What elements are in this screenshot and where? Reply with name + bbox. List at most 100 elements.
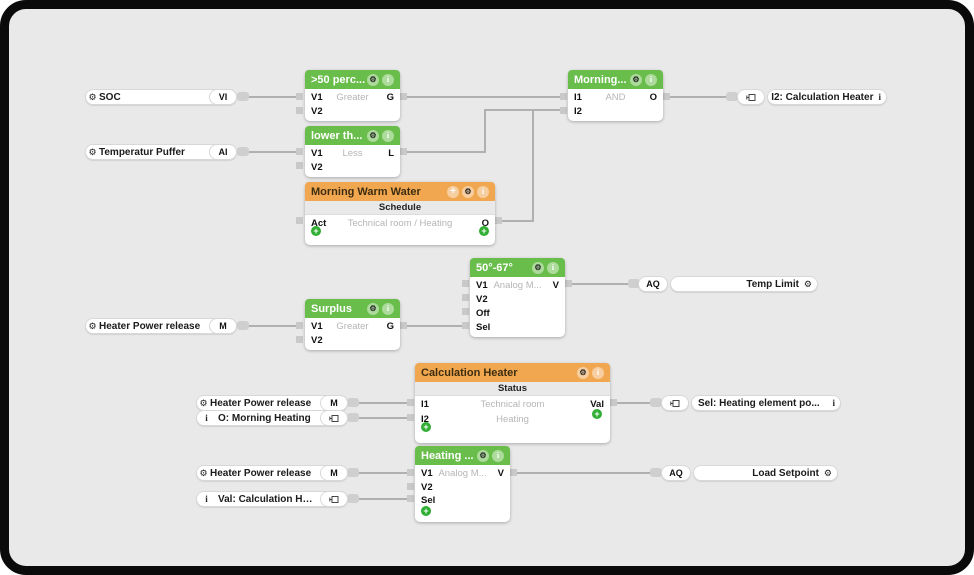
input-pill-temperatur-puffer[interactable]: ⚙ Temperatur Puffer AI — [85, 144, 237, 160]
block-calculation-heater-status[interactable]: Calculation Heater ⚙ i Status I1 Technic… — [415, 363, 610, 443]
block-header[interactable]: Morning... ⚙ i — [568, 70, 663, 89]
output-ref-badge[interactable] — [737, 89, 765, 105]
block-header[interactable]: Heating ... ⚙ i — [415, 446, 510, 465]
pin-range-v2[interactable] — [462, 294, 469, 301]
block-header[interactable]: Morning Warm Water + ⚙ i — [305, 182, 495, 201]
gear-icon[interactable]: ⚙ — [577, 366, 589, 379]
input-pill-val-calculation-heater[interactable]: i Val: Calculation Heater — [196, 491, 348, 507]
info-icon[interactable]: i — [382, 73, 394, 86]
add-input-icon[interactable]: + — [421, 506, 431, 516]
block-surplus[interactable]: Surplus ⚙ i V1 Greater G V2 — [305, 299, 400, 350]
block-morning-warm-water-schedule[interactable]: Morning Warm Water + ⚙ i Schedule Act Te… — [305, 182, 495, 245]
nub[interactable] — [347, 494, 359, 503]
info-icon[interactable]: i — [205, 494, 208, 504]
nub[interactable] — [650, 468, 662, 477]
block-header[interactable]: 50°-67° ⚙ i — [470, 258, 565, 277]
input-pill-soc[interactable]: ⚙ SOC VI — [85, 89, 237, 105]
input-pill-heater-power-release[interactable]: ⚙ Heater Power release M — [196, 395, 348, 411]
io-type-badge[interactable]: AQ — [661, 465, 691, 481]
output-pill-sel-heating-element[interactable]: Sel: Heating element po... i — [691, 395, 841, 411]
block-morning-and[interactable]: Morning... ⚙ i I1 AND O I2 — [568, 70, 663, 121]
input-pill-heater-power-release[interactable]: ⚙ Heater Power release M — [196, 465, 348, 481]
info-icon[interactable]: i — [547, 261, 559, 274]
pin-calc-i1[interactable] — [407, 399, 414, 406]
nub[interactable] — [237, 92, 249, 101]
gear-icon[interactable]: ⚙ — [367, 129, 379, 142]
input-pill-heater-power-release[interactable]: ⚙ Heater Power release M — [85, 318, 237, 334]
pin-heating-v2[interactable] — [407, 483, 414, 490]
nub[interactable] — [726, 92, 738, 101]
pin-and-o[interactable] — [663, 93, 670, 100]
nub[interactable] — [650, 398, 662, 407]
pin-gt50-v1[interactable] — [296, 93, 303, 100]
gear-icon[interactable]: ⚙ — [630, 73, 642, 86]
add-icon[interactable]: + — [447, 185, 459, 198]
nub[interactable] — [628, 279, 640, 288]
nub[interactable] — [347, 398, 359, 407]
info-icon[interactable]: i — [878, 92, 881, 102]
gear-icon[interactable]: ⚙ — [477, 449, 489, 462]
info-icon[interactable]: i — [477, 185, 489, 198]
pin-and-i1[interactable] — [560, 93, 567, 100]
pin-gt50-g[interactable] — [400, 93, 407, 100]
gear-icon[interactable]: ⚙ — [803, 278, 812, 289]
pin-and-i2[interactable] — [560, 107, 567, 114]
pin-heating-v[interactable] — [510, 469, 517, 476]
block-header[interactable]: Calculation Heater ⚙ i — [415, 363, 610, 382]
gear-icon[interactable]: ⚙ — [88, 320, 97, 331]
gear-icon[interactable]: ⚙ — [462, 185, 474, 198]
pin-lower-v2[interactable] — [296, 162, 303, 169]
block-header[interactable]: lower th... ⚙ i — [305, 126, 400, 145]
add-input-icon[interactable]: + — [421, 422, 431, 432]
pin-heating-v1[interactable] — [407, 469, 414, 476]
pin-gt50-v2[interactable] — [296, 107, 303, 114]
info-icon[interactable]: i — [382, 302, 394, 315]
pin-surplus-v1[interactable] — [296, 322, 303, 329]
info-icon[interactable]: i — [205, 413, 208, 423]
gear-icon[interactable]: ⚙ — [199, 397, 208, 408]
info-icon[interactable]: i — [492, 449, 504, 462]
output-pill-temp-limit[interactable]: Temp Limit ⚙ — [670, 276, 818, 292]
gear-icon[interactable]: ⚙ — [88, 91, 97, 102]
gear-icon[interactable]: ⚙ — [199, 467, 208, 478]
block-header[interactable]: >50 perc... ⚙ i — [305, 70, 400, 89]
output-pill-i2-calculation-heater[interactable]: I2: Calculation Heater i — [767, 89, 887, 105]
pin-range-off[interactable] — [462, 308, 469, 315]
gear-icon[interactable]: ⚙ — [367, 302, 379, 315]
output-pill-load-setpoint[interactable]: Load Setpoint ⚙ — [693, 465, 838, 481]
gear-icon[interactable]: ⚙ — [823, 467, 832, 478]
input-pill-o-morning-heating[interactable]: i O: Morning Heating — [196, 410, 348, 426]
block-range-50-67[interactable]: 50°-67° ⚙ i V1 Analog M... V V2 Off Sel — [470, 258, 565, 337]
nub[interactable] — [237, 321, 249, 330]
pin-range-v1[interactable] — [462, 280, 469, 287]
block-header[interactable]: Surplus ⚙ i — [305, 299, 400, 318]
add-input-icon[interactable]: + — [311, 226, 321, 236]
io-type-badge[interactable]: AQ — [638, 276, 668, 292]
add-output-icon[interactable]: + — [479, 226, 489, 236]
info-icon[interactable]: i — [832, 398, 835, 408]
nub[interactable] — [237, 147, 249, 156]
gear-icon[interactable]: ⚙ — [532, 261, 544, 274]
add-output-icon[interactable]: + — [592, 409, 602, 419]
pin-calc-val[interactable] — [610, 399, 617, 406]
pin-lower-v1[interactable] — [296, 148, 303, 155]
pin-surplus-v2[interactable] — [296, 336, 303, 343]
nub[interactable] — [347, 468, 359, 477]
gear-icon[interactable]: ⚙ — [88, 146, 97, 157]
pin-lower-l[interactable] — [400, 148, 407, 155]
info-icon[interactable]: i — [382, 129, 394, 142]
pin-calc-i2[interactable] — [407, 414, 414, 421]
pin-range-v[interactable] — [565, 280, 572, 287]
pin-surplus-g[interactable] — [400, 322, 407, 329]
info-icon[interactable]: i — [592, 366, 604, 379]
block-lower-threshold[interactable]: lower th... ⚙ i V1 Less L V2 — [305, 126, 400, 177]
pin-schedule-act[interactable] — [296, 217, 303, 224]
gear-icon[interactable]: ⚙ — [367, 73, 379, 86]
output-ref-badge[interactable] — [661, 395, 689, 411]
block-greater-50-percent[interactable]: >50 perc... ⚙ i V1 Greater G V2 — [305, 70, 400, 121]
pin-schedule-o[interactable] — [495, 217, 502, 224]
info-icon[interactable]: i — [645, 73, 657, 86]
pin-range-sel[interactable] — [462, 322, 469, 329]
block-heating-analog[interactable]: Heating ... ⚙ i V1 Analog M... V V2 Sel … — [415, 446, 510, 522]
nub[interactable] — [347, 413, 359, 422]
